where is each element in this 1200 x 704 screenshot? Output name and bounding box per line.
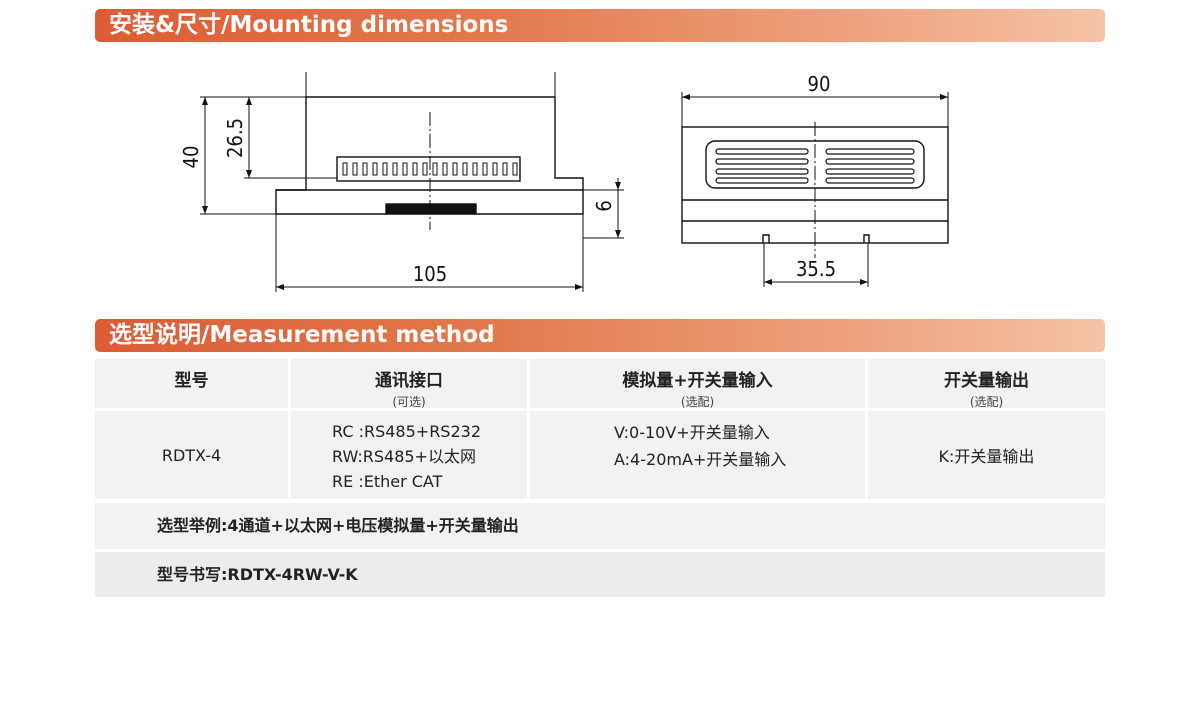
front-view-outline: [681, 122, 949, 258]
interface-option: RC :RS485+RS232: [332, 422, 481, 441]
header-interface-label: 通讯接口: [375, 371, 443, 391]
dim-label-35-5: 35.5: [796, 257, 836, 281]
dim-label-105: 105: [413, 262, 447, 286]
header-model-label: 型号: [174, 371, 209, 391]
model-code-example: 型号书写:RDTX-4RW-V-K: [95, 552, 1105, 597]
header-interface: 通讯接口 (可选): [291, 359, 527, 409]
side-view-dimension-lines: [200, 72, 624, 292]
model-value: RDTX-4: [161, 445, 222, 465]
dim-label-90: 90: [808, 72, 831, 96]
interface-option: RE :Ether CAT: [332, 472, 443, 491]
header-inputs-label: 模拟量+开关量输入: [622, 371, 773, 391]
header-inputs: 模拟量+开关量输入 (选配): [530, 359, 865, 409]
mounting-dimensions-banner: 安装&尺寸/Mounting dimensions: [95, 9, 1105, 42]
dim-label-26-5: 26.5: [223, 118, 247, 158]
dimension-arrows: [202, 94, 948, 290]
header-outputs-sub: (选配): [969, 395, 1004, 409]
header-model: 型号: [95, 359, 288, 408]
header-interface-sub: (可选): [392, 395, 426, 409]
vent-slots: [715, 148, 915, 184]
cell-outputs: K:开关量输出: [868, 411, 1105, 499]
dim-label-9: 9: [591, 200, 615, 211]
header-outputs: 开关量输出 (选配): [868, 359, 1105, 409]
header-inputs-sub: (选配): [680, 395, 715, 409]
output-option: K:开关量输出: [938, 447, 1035, 466]
interface-option: RW:RS485+以太网: [332, 447, 476, 466]
measurement-method-banner: 选型说明/Measurement method: [95, 319, 1105, 352]
front-view-dimension-lines: [681, 92, 949, 287]
input-option: A:4-20mA+开关量输入: [614, 450, 787, 469]
cell-model: RDTX-4: [95, 411, 288, 499]
selection-example: 选型举例:4通道+以太网+电压模拟量+开关量输出: [95, 503, 1105, 549]
input-option: V:0-10V+开关量输入: [614, 423, 770, 442]
cell-interfaces: RC :RS485+RS232 RW:RS485+以太网 RE :Ether C…: [291, 411, 527, 499]
cell-inputs: V:0-10V+开关量输入 A:4-20mA+开关量输入: [530, 411, 865, 499]
terminal-pins: [342, 162, 518, 176]
dim-label-40: 40: [179, 146, 203, 169]
side-view-outline: [275, 96, 584, 230]
header-outputs-label: 开关量输出: [944, 371, 1029, 391]
